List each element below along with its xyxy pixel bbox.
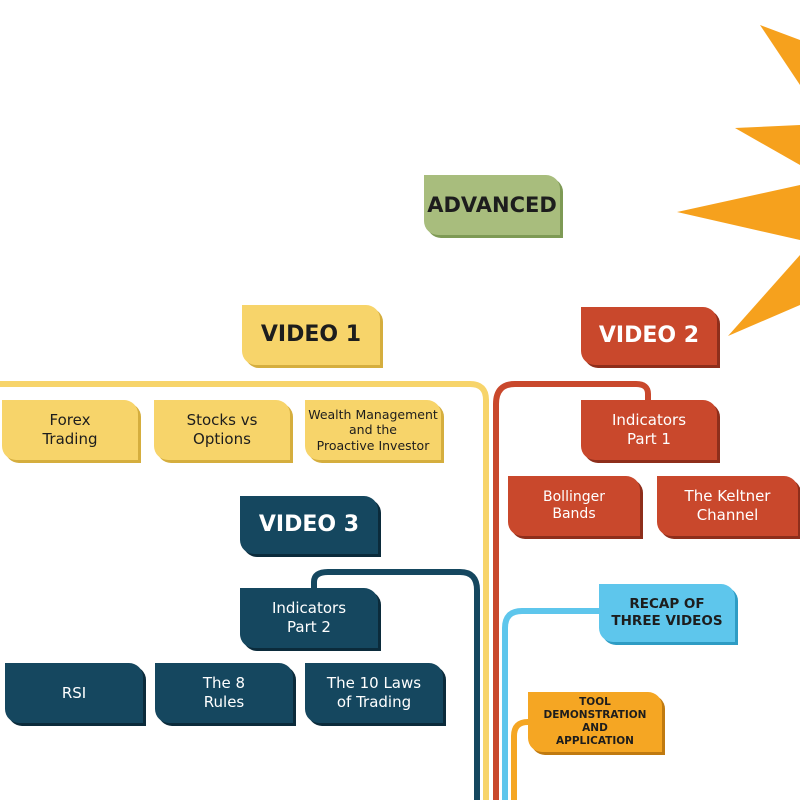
video3-connector [311,569,480,800]
video1-item-wealth: Wealth Management and the Proactive Inve… [305,400,441,460]
video3-item-10-laws: The 10 Laws of Trading [305,663,443,723]
video1-item-stocks: Stocks vs Options [154,400,290,460]
video2-label: VIDEO 2 [598,323,700,349]
video2-item-keltner: The Keltner Channel [657,476,798,536]
sun-ray [677,185,800,240]
video1-label: VIDEO 1 [260,322,362,348]
recap-connector [502,608,600,800]
item-label: Stocks vs Options [186,411,258,448]
tool-connector [511,719,529,800]
video3-item-rsi: RSI [5,663,143,723]
video3-heading: VIDEO 3 [240,496,378,554]
video2-heading: VIDEO 2 [581,307,717,365]
item-label: The 8 Rules [202,674,246,711]
video2-item-bollinger: Bollinger Bands [508,476,640,536]
sub-label: Indicators Part 1 [611,411,687,448]
tool-box: TOOL DEMONSTRATION AND APPLICATION [528,692,662,752]
sun-burst [677,25,800,336]
item-label: The Keltner Channel [684,487,771,524]
video1-item-forex: Forex Trading [2,400,138,460]
video1-connector [0,381,489,800]
sun-ray [735,125,800,165]
recap-label: RECAP OF THREE VIDEOS [611,596,723,629]
tool-label: TOOL DEMONSTRATION AND APPLICATION [543,695,647,748]
video2-connector [493,381,651,800]
video2-sub-indicators: Indicators Part 1 [581,400,717,460]
video3-label: VIDEO 3 [258,512,360,538]
item-label: Wealth Management and the Proactive Inve… [308,406,438,453]
video3-sub-indicators: Indicators Part 2 [240,588,378,648]
advanced-label: ADVANCED [427,192,557,217]
sun-ray [728,255,800,336]
sun-ray [760,25,800,85]
video1-heading: VIDEO 1 [242,305,380,365]
advanced-heading: ADVANCED [424,175,560,235]
video3-item-8-rules: The 8 Rules [155,663,293,723]
item-label: Forex Trading [42,411,98,448]
sub-label: Indicators Part 2 [271,599,347,636]
item-label: RSI [61,683,87,702]
item-label: The 10 Laws of Trading [326,674,422,711]
recap-box: RECAP OF THREE VIDEOS [599,584,735,642]
item-label: Bollinger Bands [543,488,605,523]
